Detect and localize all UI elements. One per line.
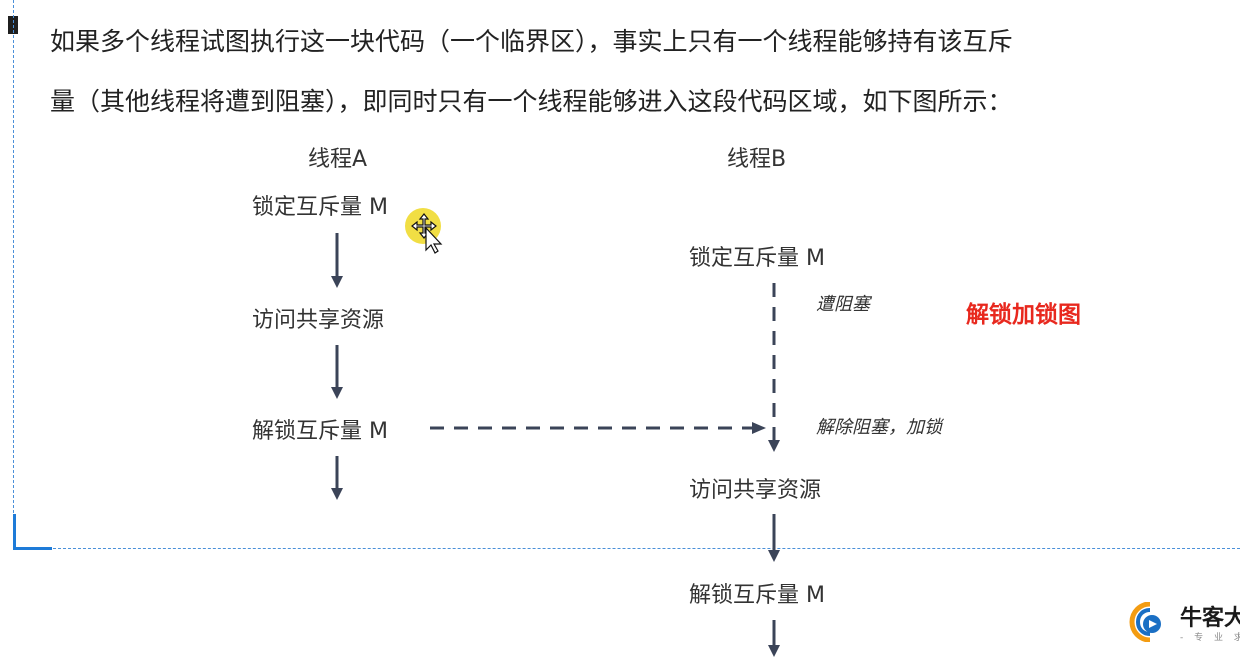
logo-subtitle: - 专 业 求 职 — [1180, 633, 1240, 643]
thread-b-access-label: 访问共享资源 — [689, 478, 822, 503]
thread-a-lock-label: 锁定互斥量 M — [252, 195, 388, 220]
selection-corner-handle[interactable] — [13, 514, 52, 550]
thread-b-title: 线程B — [727, 147, 787, 172]
move-cursor-icon — [411, 213, 443, 254]
diagram-caption: 解锁加锁图 — [966, 302, 1081, 328]
logo-icon — [1129, 602, 1161, 642]
thread-b-unblock-note: 解除阻塞，加锁 — [816, 417, 942, 438]
thread-a-unlock-label: 解锁互斥量 M — [252, 419, 388, 444]
thread-b-lock-label: 锁定互斥量 M — [689, 246, 825, 271]
thread-a-access-label: 访问共享资源 — [252, 308, 385, 333]
thread-b-unlock-label: 解锁互斥量 M — [689, 583, 825, 608]
logo-name: 牛客大 — [1180, 606, 1240, 631]
intro-paragraph: 如果多个线程试图执行这一块代码（一个临界区），事实上只有一个线程能够持有该互斥 … — [50, 14, 1240, 134]
thread-a-title: 线程A — [308, 147, 368, 172]
intro-line-2: 量（其他线程将遭到阻塞），即同时只有一个线程能够进入这段代码区域，如下图所示： — [50, 87, 1013, 116]
thread-b-blocked-note: 遭阻塞 — [816, 294, 870, 315]
intro-line-1: 如果多个线程试图执行这一块代码（一个临界区），事实上只有一个线程能够持有该互斥 — [50, 27, 1013, 56]
selection-guide-horizontal — [48, 548, 1240, 549]
selection-guide-vertical — [13, 0, 14, 548]
